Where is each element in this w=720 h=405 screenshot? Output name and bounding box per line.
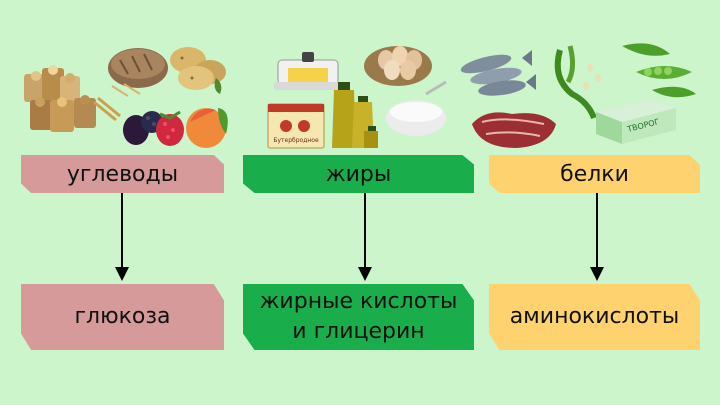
fatty-acids-line: жирные кислоты [259,289,458,314]
glucose-box: глюкоза [21,284,224,350]
proteins-arrow [590,193,604,281]
peach-image [186,108,228,148]
fish-image [460,50,536,96]
sour-cream-bowl-image [386,80,447,136]
proteins-label: белки [560,161,629,187]
grain-sacks-image [24,65,121,132]
berries-image [123,110,184,146]
carbohydrates-arrow [115,193,129,281]
carbohydrates-label: углеводы [66,161,179,187]
amino-acids-label: аминокислоты [509,304,680,329]
butter-pack-image: Бутербродное [267,103,325,149]
eggs-basket-image [364,46,432,86]
fats-box: жиры [243,155,474,193]
oil-bottles-image [332,82,378,148]
fatty-acids-glycerol-text: жирные кислоты и глицерин [260,287,458,347]
glucose-label: глюкоза [74,304,171,329]
amino-acids-box: аминокислоты [489,284,700,350]
green-beans-image [554,45,601,120]
fats-label: жиры [325,161,392,187]
potatoes-image [170,47,226,94]
bread-loaf-image [108,48,168,97]
protein-foods-illustration: ТВОРОГ [460,43,696,148]
meat-image [472,112,556,148]
proteins-box: белки [489,155,700,193]
cottage-cheese-pack-image: ТВОРОГ [596,100,676,144]
butter-dish-image [274,52,344,90]
carbohydrate-foods-illustration [24,47,228,148]
fats-arrow [358,193,372,281]
butter-pack-label: Бутербродное [273,137,319,144]
green-peas-image [622,43,696,98]
fat-foods-illustration: Бутербродное [267,46,447,149]
carbohydrates-box: углеводы [21,155,224,193]
glycerol-line: и глицерин [292,319,425,344]
fatty-acids-glycerol-box: жирные кислоты и глицерин [243,284,474,350]
